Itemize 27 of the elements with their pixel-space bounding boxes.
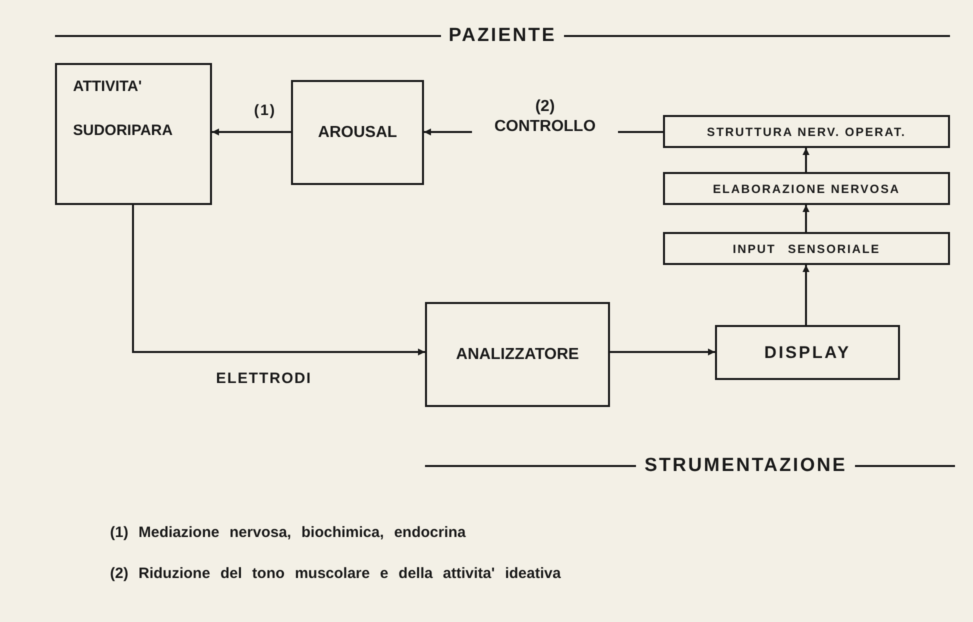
process-box [715,325,900,380]
node-label: STRUTTURA NERV. OPERAT. [706,124,908,140]
footnote: (2) Riduzione del tono muscolare e della attivita' ideativa [110,564,561,584]
arrow [132,205,425,356]
node-label: ATTIVITA' SUDORIPARA [73,77,174,141]
process-box [425,302,610,407]
section-heading: PAZIENTE [448,24,556,48]
process-box [291,80,424,185]
arrow [802,265,810,325]
node-label: DISPLAY [763,342,852,364]
process-box [663,172,950,205]
arrow [212,128,291,136]
arrow [610,348,715,356]
process-box [663,232,950,265]
section-heading: STRUMENTAZIONE [644,454,847,478]
footnote-marker: (2) [535,97,555,117]
node-label: CONTROLLO [494,117,596,137]
footnote: (1) Mediazione nervosa, biochimica, endocrina [110,523,467,543]
process-box [55,63,212,205]
node-label: AROUSAL [316,122,398,142]
node-label: ELABORAZIONE NERVOSA [712,180,902,198]
node-label: INPUT SENSORIALE [732,240,882,258]
process-box [663,115,950,148]
node-label: ANALIZZATORE [455,344,580,364]
arrow [802,148,810,172]
arrow [802,205,810,232]
arrow [424,128,472,136]
